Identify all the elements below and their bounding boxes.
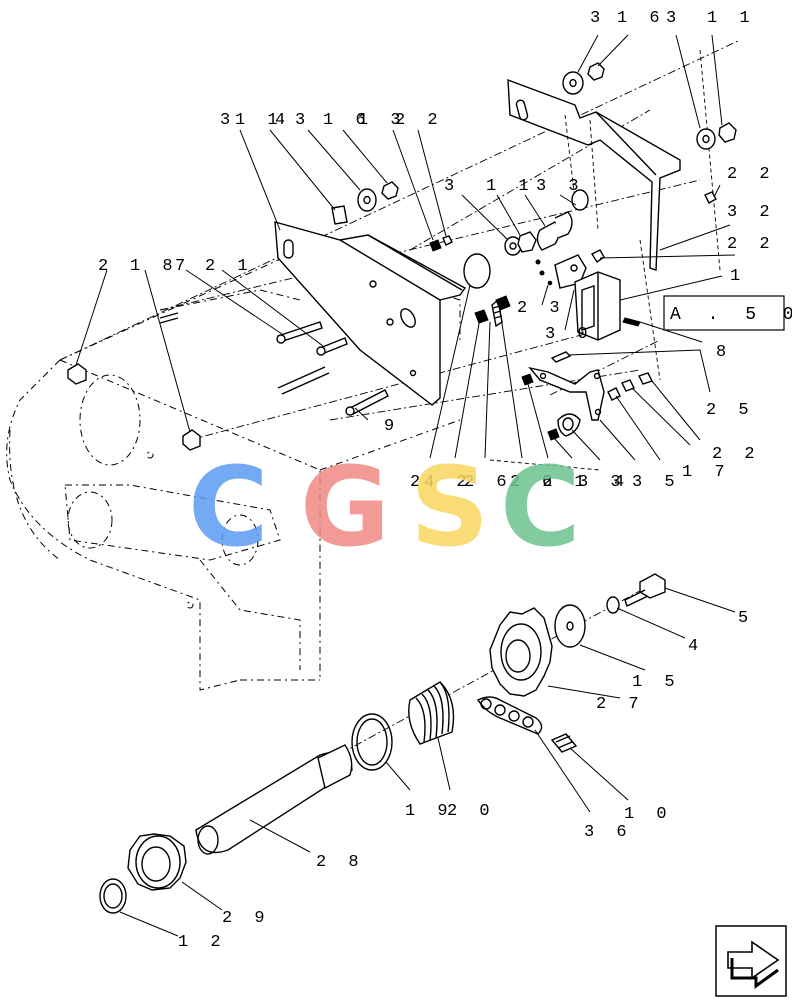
callout-27: 2 7 [596,695,645,714]
callout-20: 2 0 [447,802,496,821]
callout-3: 3 [220,111,236,130]
callout-33: 3 3 [536,177,585,196]
callout-33: 3 3 [578,473,627,492]
callout-21: 2 1 [205,257,254,276]
callout-9: 9 [384,417,400,436]
callout-22: 2 2 [510,473,559,492]
section-reference-label: A . 5 0 . A [670,305,792,325]
callout-11: 1 1 [486,177,535,196]
callout-22: 2 2 [395,111,444,130]
callout-61: 6 1 [542,473,591,492]
callout-2: 2 [98,257,114,276]
callout-3: 3 [444,177,460,196]
next-page-arrow-icon[interactable] [715,925,787,997]
callout-26: 2 6 [464,473,513,492]
watermark-letter-s: S [410,443,489,571]
callout-3: 3 [590,9,606,28]
callout-leaders [75,34,736,937]
cgsc-watermark: C G S C [188,443,581,571]
callout-16: 1 6 [323,111,372,130]
callout-3: 3 [666,9,682,28]
callout-32: 3 2 [727,203,776,222]
callout-4: 4 [614,473,630,492]
callout-29: 2 9 [222,909,271,928]
callout-19: 1 9 [405,802,454,821]
chain [476,696,543,735]
callout-15: 1 5 [632,673,681,692]
callout-11: 1 1 [235,111,284,130]
callout-28: 2 8 [316,853,365,872]
watermark-letter-g: G [300,443,390,571]
callout-4: 4 [275,111,291,130]
callout-22: 2 2 [727,165,776,184]
callout-labels: 3 1 6 3 1 1 3 1 1 4 3 1 6 1 3 2 2 2 2 3 … [98,9,776,952]
actuator-hardware [463,253,653,441]
main-mounting-bracket [274,221,467,406]
gearbox-housing-outline [6,249,461,691]
callout-11: 1 1 [707,9,756,28]
drive-shaft-assembly [99,573,666,914]
watermark-letter-c2: C [500,443,581,571]
section-reference-box[interactable]: A . 5 0 . A [663,295,792,331]
watermark-letter-c1: C [188,443,269,571]
callout-13: 1 3 [358,111,407,130]
callout-22: 2 2 [727,235,776,254]
callout-7: 7 [175,257,191,276]
callout-8: 8 [716,343,732,362]
callout-17: 1 7 [682,463,731,482]
callout-23: 2 3 [517,299,566,318]
callout-10: 1 0 [624,805,673,824]
callout-16: 1 6 [617,9,666,28]
callout-3: 3 [295,111,311,130]
bolts-and-pins [67,312,389,451]
callout-35: 3 5 [632,473,681,492]
upper-mounting-bracket [507,78,681,271]
upper-hardware [331,62,737,341]
callout-2: 2 [410,473,426,492]
callout-30: 3 0 [545,325,594,344]
callout-12: 1 2 [178,933,227,952]
callout-4: 4 [688,637,704,656]
callout-5: 5 [738,609,754,628]
callout-25: 2 5 [706,401,755,420]
callout-1: 1 [730,267,746,286]
callout-22: 2 2 [712,445,761,464]
callout-42: 4 2 [424,473,473,492]
callout-18: 1 8 [130,257,179,276]
callout-36: 3 6 [584,823,633,842]
